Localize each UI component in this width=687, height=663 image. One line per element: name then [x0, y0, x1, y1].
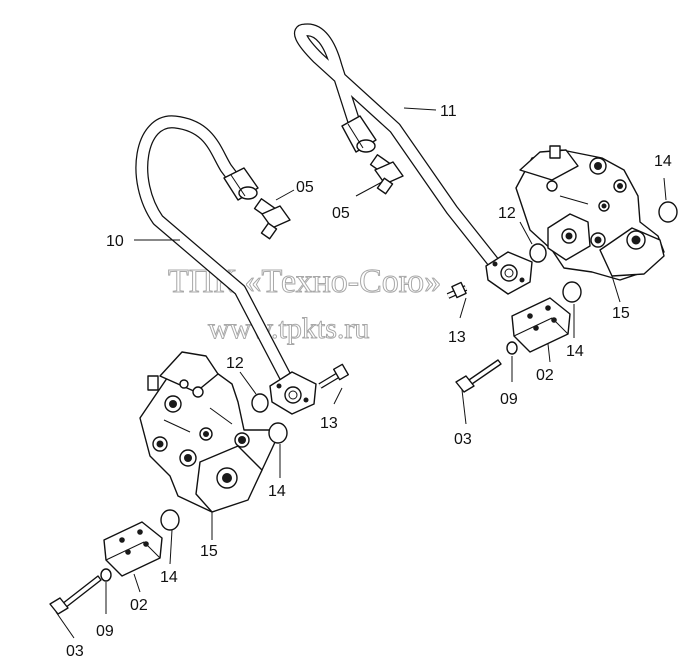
callout-09-right: 09 [500, 391, 518, 408]
callout-15-left: 15 [200, 543, 218, 560]
callout-03-left: 03 [66, 643, 84, 660]
callout-02-left: 02 [130, 597, 148, 614]
callout-02-right: 02 [536, 367, 554, 384]
callout-14-left-upper: 14 [268, 483, 286, 500]
callout-12-right: 12 [498, 205, 516, 222]
callout-15-right: 15 [612, 305, 630, 322]
callout-13-right: 13 [448, 329, 466, 346]
flange-right-tube-end [485, 251, 533, 295]
valve-block-15-left [139, 351, 277, 513]
washers-09 [100, 341, 518, 582]
flange-left-tube-end [269, 371, 317, 415]
callout-10: 10 [106, 233, 124, 250]
callout-13-left: 13 [320, 415, 338, 432]
bolt-03-left [49, 575, 102, 615]
callout-11: 11 [440, 103, 457, 120]
tube-10-nut [223, 167, 259, 201]
callouts: 10 11 05 05 12 12 13 13 14 14 14 14 15 1… [66, 103, 672, 660]
callout-05-right: 05 [332, 205, 350, 222]
watermark: ТПК «Техно-Сою» www.tpkts.ru [168, 263, 442, 346]
tube-10 [135, 115, 293, 385]
bolt-13-right [446, 281, 468, 299]
leader-lines [55, 107, 667, 639]
callout-05-left: 05 [296, 179, 314, 196]
watermark-url: www.tpkts.ru [208, 312, 369, 345]
o-rings [160, 201, 678, 531]
callout-12-left: 12 [226, 355, 244, 372]
bolt-13-left [318, 363, 350, 389]
callout-14-right-lower: 14 [566, 343, 584, 360]
plate-02-right [511, 297, 571, 353]
callout-03-right: 03 [454, 431, 472, 448]
callout-09-left: 09 [96, 623, 114, 640]
callout-14-right-upper: 14 [654, 153, 672, 170]
bolt-03-right [455, 359, 502, 393]
tube-11-nut [341, 115, 377, 153]
valve-block-15-right [515, 145, 665, 281]
plate-02-left [103, 521, 163, 577]
tube-11 [293, 23, 505, 275]
adapter-05-left [253, 198, 291, 240]
adapter-05-right [369, 154, 404, 195]
callout-14-left-lower: 14 [160, 569, 178, 586]
